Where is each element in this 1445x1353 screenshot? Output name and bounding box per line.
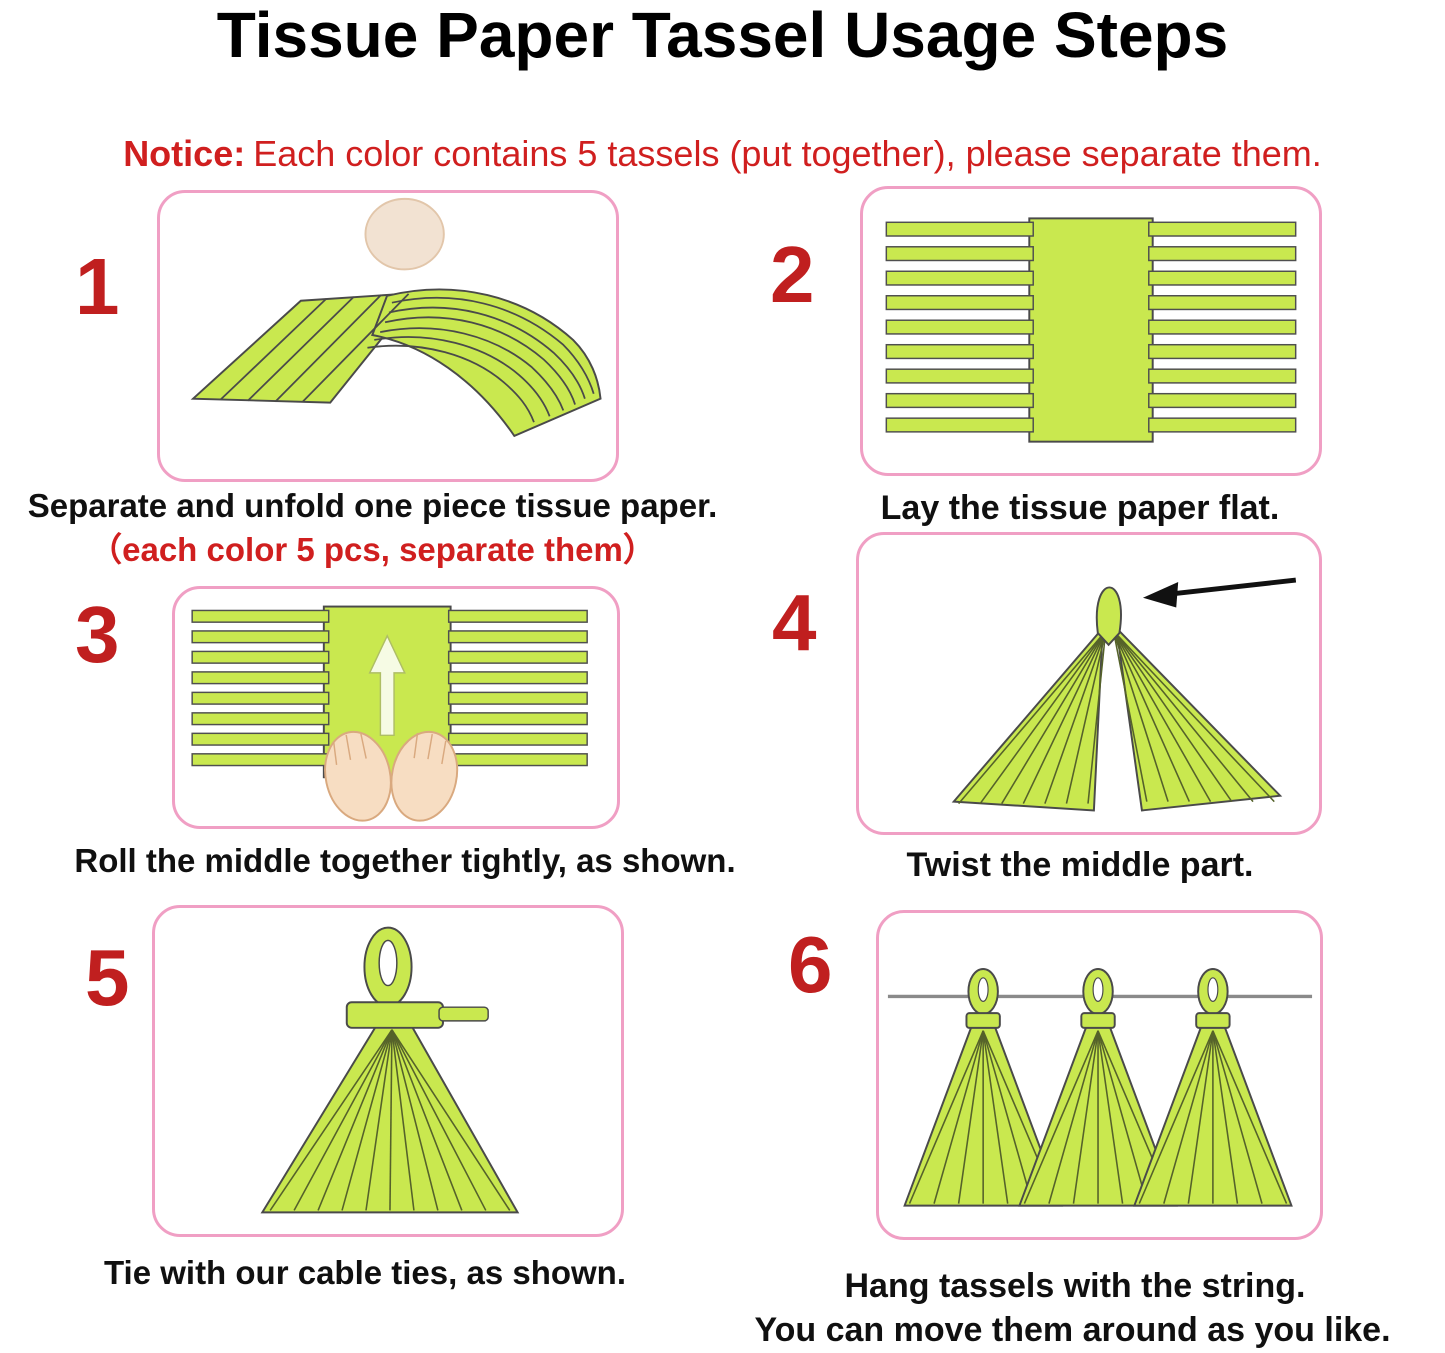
tied-tassel-illustration (260, 926, 520, 1214)
step-5-illustration-box (152, 905, 624, 1237)
right-fringe-strips (1148, 221, 1297, 433)
notice: Notice:Each color contains 5 tassels (pu… (0, 133, 1445, 175)
notice-label: Notice: (123, 133, 246, 174)
left-arrow-icon (1142, 577, 1297, 608)
cable-tie-band (345, 1001, 444, 1029)
page-title: Tissue Paper Tassel Usage Steps (216, 0, 1229, 71)
step-1-subcaption: （each color 5 pcs, separate them） (89, 531, 656, 568)
left-bundle-fringe-lines (958, 630, 1107, 805)
right-fringe-strips (447, 609, 588, 767)
twisted-fold-loop (1095, 586, 1122, 647)
up-arrow-icon (368, 634, 406, 737)
tissue-sheet-droop (371, 288, 602, 438)
step-6-number: 6 (788, 920, 833, 1009)
tissue-center (1028, 217, 1154, 443)
left-fringe-strips (191, 609, 330, 767)
step-2-number: 2 (770, 230, 815, 319)
hand (364, 197, 445, 271)
step-6-caption: Hang tassels with the string. (844, 1267, 1306, 1305)
step-4-caption: Twist the middle part. (906, 846, 1254, 884)
left-fringe-strips (885, 221, 1034, 433)
step-3-number: 3 (75, 590, 120, 679)
hands-rolling-middle-illustration (191, 605, 588, 822)
step-5-number: 5 (85, 933, 130, 1022)
fringed-tissue-held-up-illustration (190, 197, 602, 438)
step-3-illustration-box (172, 586, 620, 829)
drooping-fringe-lines (367, 297, 595, 423)
hanging-tassel-2 (1018, 967, 1178, 1207)
step-6-illustration-box (876, 910, 1323, 1240)
folded-tassel-illustration (951, 577, 1297, 812)
step-6-subcaption: You can move them around as you like. (754, 1311, 1391, 1349)
step-1-illustration-box (157, 190, 619, 482)
skirt-fringe-lines (269, 1029, 511, 1211)
cable-tie-tail (438, 1006, 489, 1022)
step-1-caption: Separate and unfold one piece tissue pap… (27, 487, 718, 524)
step-4-number: 4 (772, 578, 817, 667)
step-1-number: 1 (75, 242, 120, 331)
tassels-on-string-illustration (887, 967, 1313, 1207)
loop-hole (378, 939, 398, 987)
hands (324, 730, 459, 822)
hanging-tassel-3 (1132, 967, 1293, 1207)
step-3-caption: Roll the middle together tightly, as sho… (74, 842, 736, 879)
fringed-tissue-flat-illustration (885, 217, 1297, 443)
step-4-illustration-box (856, 532, 1322, 835)
notice-body: Each color contains 5 tassels (put toget… (253, 133, 1322, 174)
step-2-illustration-box (860, 186, 1322, 476)
right-bundle-fringe-lines (1112, 630, 1275, 803)
step-2-caption: Lay the tissue paper flat. (880, 489, 1280, 527)
step-5-caption: Tie with our cable ties, as shown. (103, 1254, 627, 1291)
left-fringe-lines (219, 293, 410, 403)
